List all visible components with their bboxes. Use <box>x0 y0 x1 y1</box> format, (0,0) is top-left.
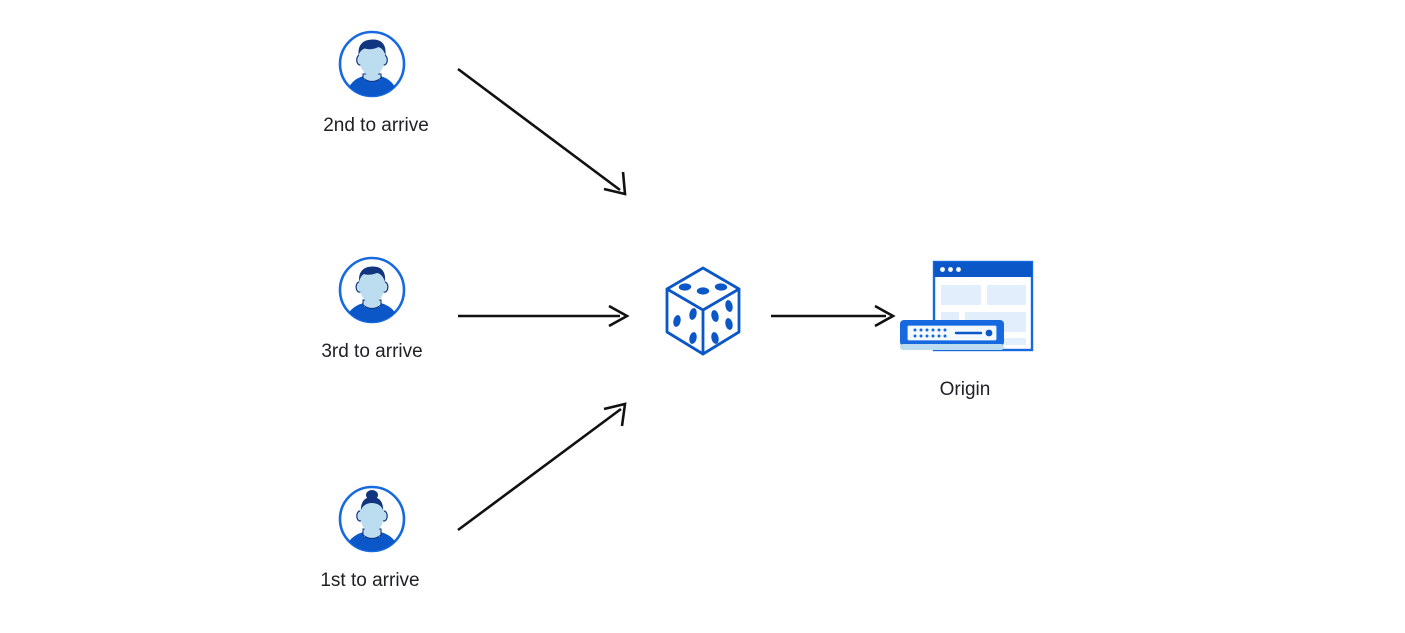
user-avatar-icon <box>338 485 406 553</box>
dice-randomizer[interactable] <box>660 262 746 367</box>
dice-icon <box>665 266 741 356</box>
client-2nd-avatar[interactable] <box>336 28 408 105</box>
origin-label: Origin <box>939 379 991 400</box>
arrow-dice-to-origin <box>771 304 896 328</box>
arrow-client-1st-to-dice <box>457 402 627 532</box>
client-3rd-avatar[interactable] <box>336 254 408 331</box>
dice-left-pips <box>673 308 697 344</box>
server-rack-icon <box>900 320 1004 350</box>
server-led-dots <box>913 328 947 338</box>
client-1st-avatar[interactable] <box>336 483 408 560</box>
dice-top-pips <box>678 283 728 295</box>
client-3rd-label: 3rd to arrive <box>321 341 423 362</box>
origin-node[interactable] <box>896 258 1036 373</box>
origin-server-icon <box>900 260 1034 352</box>
arrow-client-2nd-to-dice <box>457 67 627 196</box>
user-avatar-icon <box>338 30 406 98</box>
dice-right-pips <box>711 300 733 344</box>
user-avatar-icon <box>338 256 406 324</box>
client-2nd-label: 2nd to arrive <box>323 115 429 136</box>
client-1st-label: 1st to arrive <box>320 570 420 591</box>
arrow-client-3rd-to-dice <box>458 304 630 328</box>
